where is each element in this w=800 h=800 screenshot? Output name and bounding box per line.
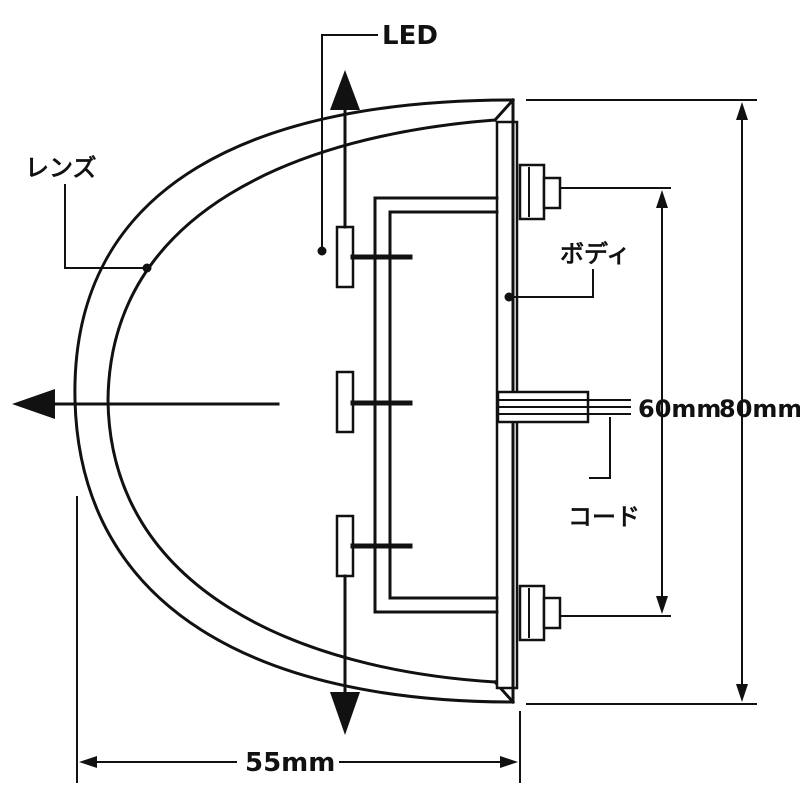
led-unit-bottom [335, 514, 413, 578]
light-arrow-left-head [12, 389, 55, 419]
screw-top [518, 163, 562, 221]
dim-55-arrow-left [79, 756, 97, 768]
dim-60-arrow-top [656, 190, 668, 208]
led-leader-line [321, 34, 378, 249]
light-arrow-down-head [330, 692, 360, 735]
dim-55-arrow-right [500, 756, 518, 768]
light-arrow-up-head [330, 70, 360, 110]
label-led: LED [382, 21, 438, 51]
label-dim-55: 55mm [245, 748, 335, 778]
cord-leader-line [589, 417, 611, 479]
dim-80-arrow-top [736, 102, 748, 120]
led-leader-dot [317, 246, 327, 256]
dim-80-arrow-bottom [736, 684, 748, 702]
lens-inner-curve [106, 118, 497, 684]
dim-60-arrow-bottom [656, 596, 668, 614]
lens-rim-top [492, 97, 516, 123]
label-cord: コード [568, 503, 640, 531]
body-leader-line [510, 269, 594, 298]
body-leader-dot [504, 292, 514, 302]
cord [496, 390, 631, 424]
label-dim-60: 60mm [638, 395, 721, 423]
label-dim-80: 80mm [719, 395, 800, 423]
label-body: ボディ [560, 240, 630, 268]
lens-leader-dot [142, 263, 152, 273]
screw-bottom [518, 584, 562, 642]
led-unit-top [335, 225, 413, 289]
led-unit-middle [335, 370, 413, 434]
label-lens: レンズ [25, 154, 97, 182]
lens-outer-curve [73, 98, 515, 704]
lens-leader-line [64, 184, 146, 269]
